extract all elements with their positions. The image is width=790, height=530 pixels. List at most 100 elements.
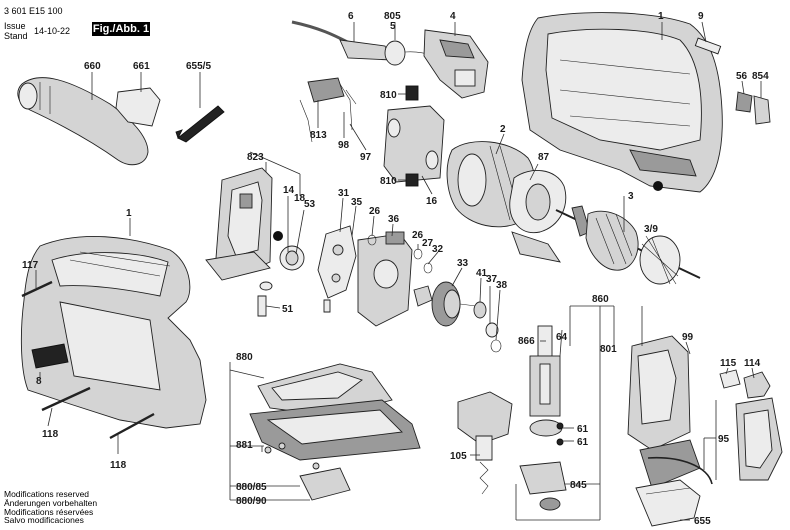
pin-drawing: [257, 281, 273, 317]
doc-number: 3 601 E15 100: [4, 6, 63, 16]
part-label: 64: [556, 332, 568, 343]
part-label: 880/85: [236, 482, 267, 493]
part-label: 61: [577, 437, 589, 448]
part-label: 6: [348, 11, 354, 22]
lever-drawing: [735, 91, 771, 125]
gear-frame-drawing: [357, 231, 413, 327]
footer-notes: Modifications reserved Änderungen vorbeh…: [4, 490, 97, 525]
base-screws-drawing: [264, 442, 320, 470]
part-label: 14: [283, 185, 295, 196]
part-label: 27: [422, 238, 434, 249]
dust-tube-drawing: [17, 77, 149, 166]
part-label: 31: [338, 188, 350, 199]
part-label: 35: [351, 197, 363, 208]
small-pin-drawing: [323, 299, 331, 313]
part-label: 26: [369, 206, 381, 217]
screws-drawing: [21, 280, 155, 440]
part-label: 26: [412, 230, 424, 241]
allen-key-drawing: [175, 105, 225, 143]
armature-drawing: [555, 205, 701, 285]
gasket-drawing: [317, 225, 357, 299]
label-plate-drawing: [694, 37, 722, 55]
part-label: 3/9: [644, 224, 658, 235]
part-label: 95: [718, 434, 730, 445]
part-label: 801: [600, 344, 617, 355]
part-label: 114: [744, 358, 761, 369]
part-label: 805: [384, 11, 401, 22]
part-label: 41: [476, 268, 488, 279]
trigger-drawing: [299, 77, 357, 143]
stand-label: Stand: [4, 31, 28, 41]
switch-drawing: [423, 29, 489, 99]
spacer-drawing: [473, 301, 502, 353]
part-label: 866: [518, 336, 535, 347]
part-label: 51: [282, 304, 294, 315]
part-label: 105: [450, 451, 467, 462]
base-plate-drawing: [249, 363, 421, 501]
button-drawing: [719, 369, 771, 399]
part-label: 4: [450, 11, 456, 22]
part-label: 16: [426, 196, 438, 207]
gear-housing-drawing: [205, 167, 273, 281]
part-label: 87: [538, 152, 550, 163]
part-label: 813: [310, 130, 327, 141]
guide-drawing: [735, 397, 783, 481]
clip-drawing: [115, 87, 161, 127]
part-label: 33: [457, 258, 469, 269]
part-label: 115: [720, 358, 737, 369]
part-label: 9: [698, 11, 704, 22]
part-label: 810: [380, 90, 397, 101]
part-label: 655: [694, 516, 711, 527]
part-label: 56: [736, 71, 748, 82]
note-line: Modifications reserved: [4, 489, 90, 499]
part-label: 118: [110, 460, 127, 471]
part-label: 18: [294, 193, 306, 204]
part-label: 118: [42, 429, 59, 440]
note-line: Salvo modificaciones: [4, 515, 84, 526]
label-pad-drawing: [31, 343, 69, 369]
part-label: 655/5: [186, 61, 211, 72]
housing-right-drawing: [521, 12, 723, 193]
issue-date: 14-10-22: [34, 26, 71, 36]
part-label: 61: [577, 424, 589, 435]
part-label: 32: [432, 244, 444, 255]
housing-left-drawing: [20, 235, 207, 429]
part-label: 36: [388, 214, 400, 225]
note-line: Änderungen vorbehalten: [4, 497, 98, 508]
part-label: 2: [500, 124, 506, 135]
blade-guard-drawing: [635, 479, 701, 527]
part-label: 98: [338, 140, 350, 151]
baffle-drawing: [509, 170, 567, 263]
part-label: 5: [390, 21, 396, 32]
part-label: 860: [592, 294, 609, 305]
part-label: 117: [22, 260, 39, 271]
part-label: 38: [496, 280, 508, 291]
part-label: 661: [133, 61, 150, 72]
part-label: 880/90: [236, 496, 267, 507]
part-label: 854: [752, 71, 769, 82]
part-label: 37: [486, 274, 498, 285]
part-labels: 6 805 5 4 1 9 660 661 655/5 56 854 810 8…: [22, 11, 769, 527]
part-label: 881: [236, 440, 253, 451]
part-label: 3: [628, 191, 634, 202]
part-label: 1: [658, 11, 664, 22]
part-label: 97: [360, 152, 372, 163]
part-label: 845: [570, 480, 587, 491]
part-label: 99: [682, 332, 694, 343]
part-label: 810: [380, 176, 397, 187]
issue-label: Issue: [4, 21, 26, 31]
bearing-drawing: [279, 245, 305, 271]
lever-assembly-drawing: [457, 391, 513, 495]
reference-markers: [273, 181, 663, 241]
note-line: Modifications réservées: [4, 506, 94, 517]
part-label: 8: [36, 376, 42, 387]
part-label: 53: [304, 199, 316, 210]
gear-drawing: [431, 281, 477, 327]
part-label: 660: [84, 61, 101, 72]
part-label: 880: [236, 352, 253, 363]
leader-lines: [35, 21, 762, 521]
gear-case-drawing: [627, 335, 701, 489]
part-label: 823: [247, 152, 264, 163]
small-screws-drawing: [556, 422, 564, 446]
